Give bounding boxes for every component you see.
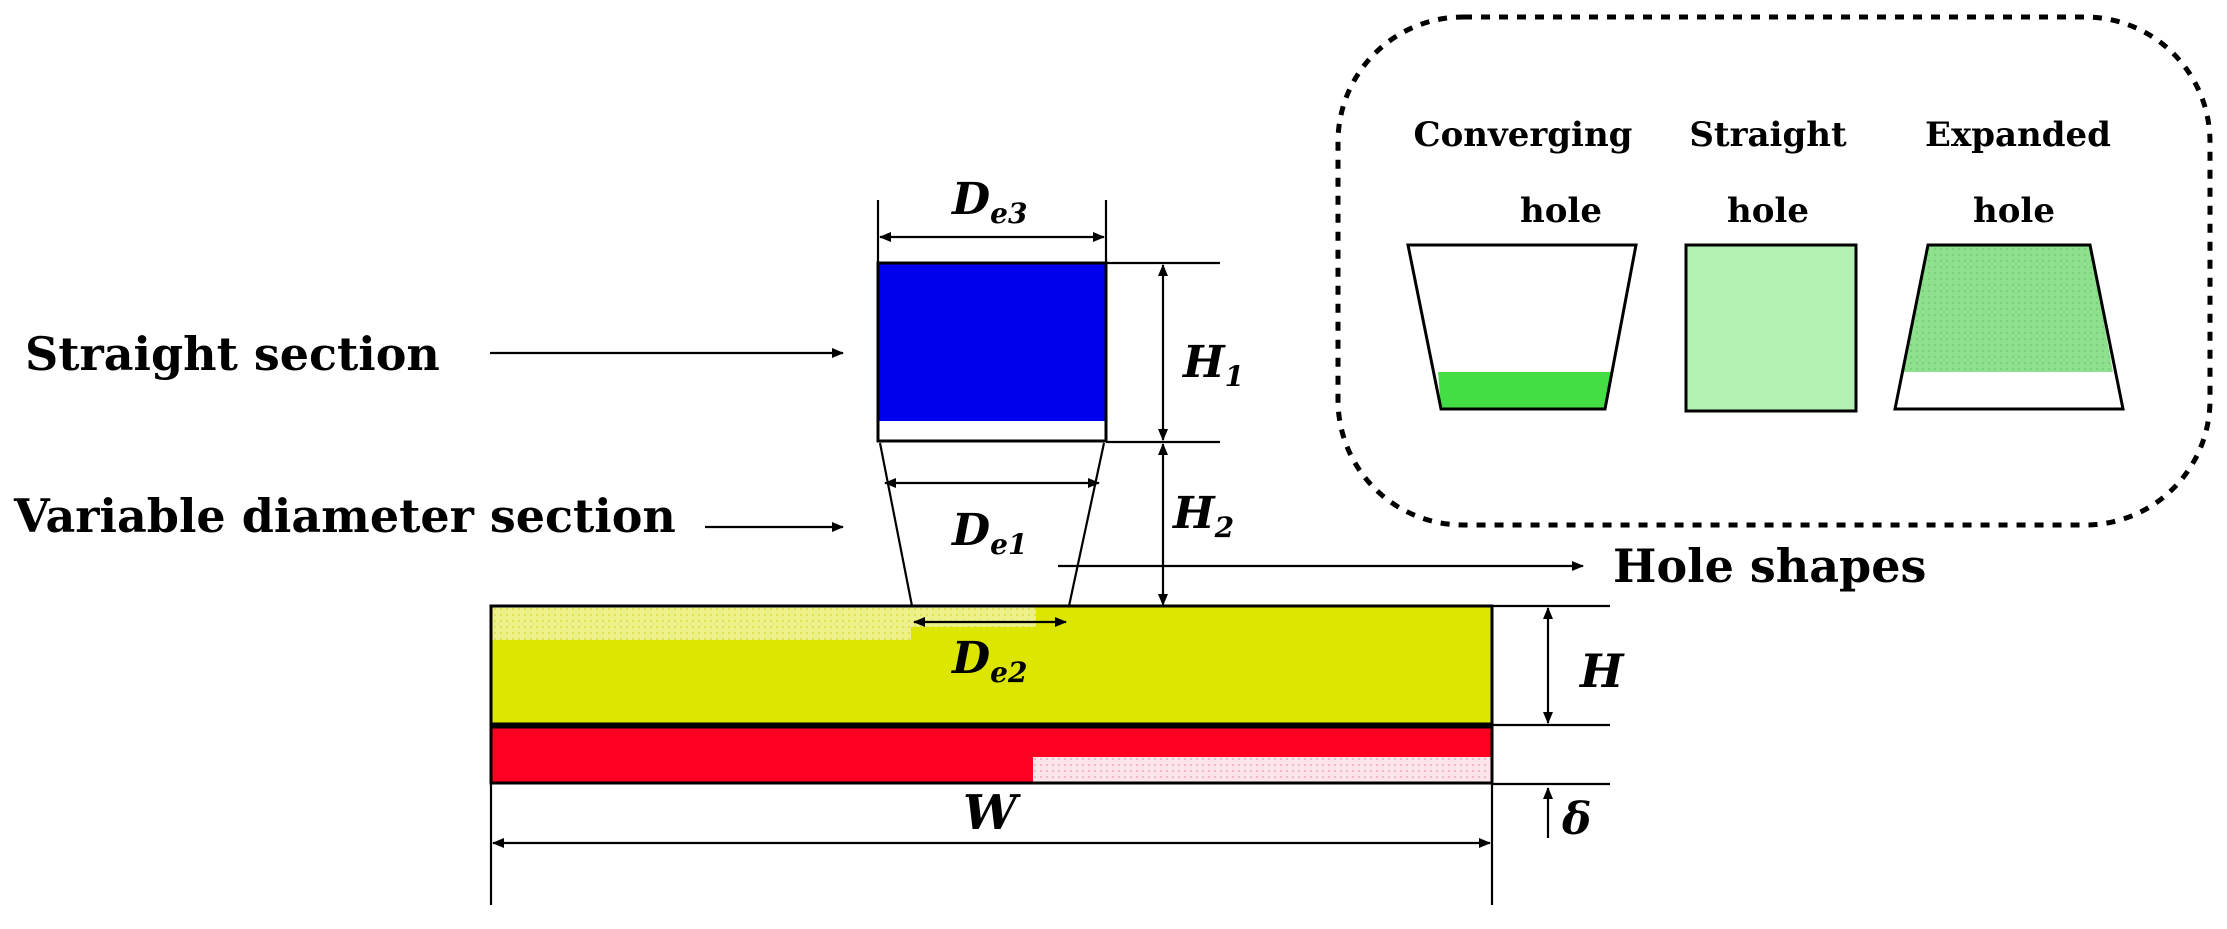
plate-dotted-region-small bbox=[911, 606, 1036, 627]
hole-shapes-inset bbox=[1335, 14, 2213, 528]
converging-hole-label-line2: hole bbox=[1520, 191, 1602, 231]
w-label: W bbox=[963, 785, 1021, 841]
plate-outline bbox=[489, 604, 1494, 726]
converging-hole-outline bbox=[1406, 243, 1638, 411]
substrate-outline bbox=[489, 725, 1494, 785]
variable-section-right-edge bbox=[1067, 442, 1106, 607]
straight-hole-label-line2: hole bbox=[1727, 191, 1809, 231]
converging-hole-fill bbox=[1438, 372, 1612, 409]
h2-label: H2 bbox=[1171, 488, 1234, 544]
variable-section-left-edge bbox=[878, 442, 914, 607]
expanded-hole-label-line2: hole bbox=[1973, 191, 2055, 231]
converging-hole-shape bbox=[1408, 245, 1636, 409]
straight-hole-label-line1: Straight bbox=[1689, 115, 1847, 155]
h1-label: H1 bbox=[1181, 337, 1244, 393]
expanded-hole-outline bbox=[1893, 243, 2125, 411]
de2-label: De2 bbox=[950, 633, 1027, 689]
straight-section-label: Straight section bbox=[25, 327, 440, 381]
substrate-dotted-region bbox=[1033, 757, 1492, 783]
expanded-hole-label-line1: Expanded bbox=[1925, 115, 2111, 155]
hole-shapes-label: Hole shapes bbox=[1613, 539, 1926, 593]
straight-section-outline bbox=[876, 261, 1108, 443]
straight-hole-shape bbox=[1684, 243, 1858, 413]
de1-label: De1 bbox=[950, 505, 1027, 561]
delta-label: δ bbox=[1561, 794, 1591, 845]
straight-section-fill bbox=[878, 263, 1106, 421]
converging-hole-label-line1: Converging bbox=[1414, 115, 1633, 155]
plate-dotted-region bbox=[491, 606, 911, 640]
expanded-hole-fill bbox=[1903, 245, 2113, 372]
variable-section-label: Variable diameter section bbox=[13, 489, 676, 543]
h-label: H bbox=[1578, 644, 1625, 698]
de3-label: De3 bbox=[950, 174, 1027, 230]
